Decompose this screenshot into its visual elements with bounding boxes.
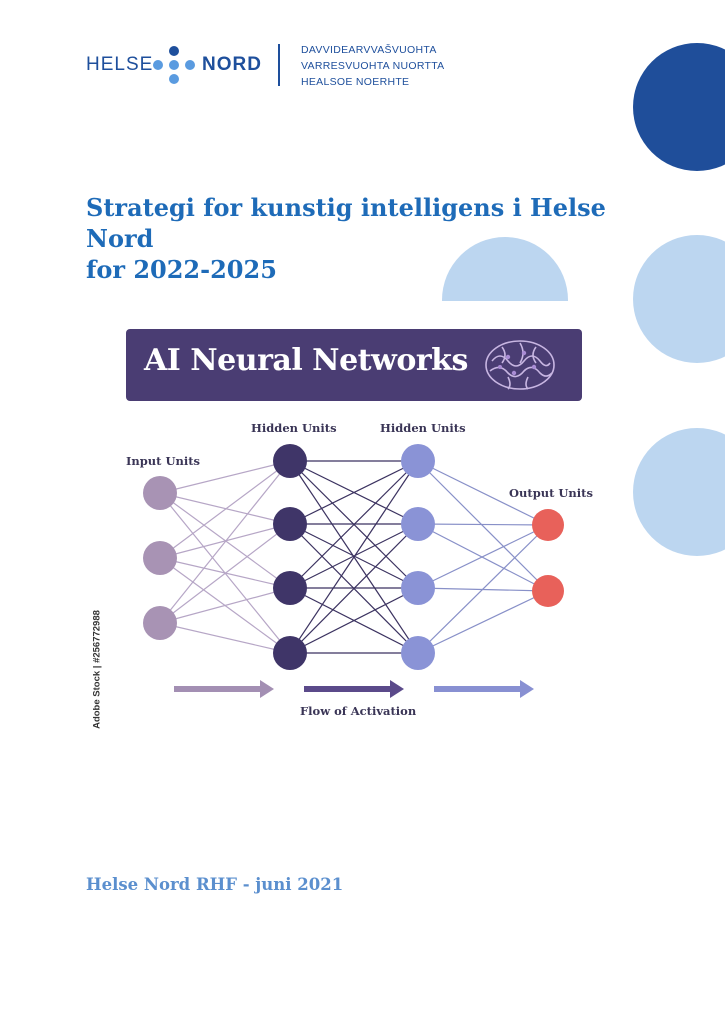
connection-line bbox=[159, 587, 291, 624]
label-flow-of-activation: Flow of Activation bbox=[300, 704, 417, 718]
connection-line bbox=[417, 460, 549, 592]
logo-sami-line-3: HEALSOE NOERHTE bbox=[301, 76, 410, 88]
input-node bbox=[143, 541, 177, 575]
connection-line bbox=[417, 523, 549, 592]
connection-line bbox=[159, 492, 291, 525]
connection-line bbox=[417, 523, 549, 526]
hidden-node-2 bbox=[401, 571, 435, 605]
logo-sami-line-1: DAVVIDEARVVAŠVUOHTA bbox=[301, 44, 437, 56]
connection-line bbox=[417, 524, 549, 654]
connection-line bbox=[159, 523, 291, 624]
connection-line bbox=[289, 460, 419, 589]
label-output-units: Output Units bbox=[509, 486, 593, 500]
connection-line bbox=[417, 460, 549, 526]
flow-arrow bbox=[174, 680, 274, 698]
hidden-node-2 bbox=[401, 507, 435, 541]
flow-arrow bbox=[304, 680, 404, 698]
hidden-node-1 bbox=[273, 507, 307, 541]
hidden-node-2 bbox=[401, 444, 435, 478]
title-line-1: Strategi for kunstig intelligens i Helse… bbox=[86, 193, 606, 253]
connection-line bbox=[159, 460, 291, 624]
input-node bbox=[143, 606, 177, 640]
connection-line bbox=[289, 523, 419, 654]
decorative-circle-light-1 bbox=[633, 235, 725, 363]
hidden-node-1 bbox=[273, 444, 307, 478]
page-title: Strategi for kunstig intelligens i Helse… bbox=[86, 192, 646, 285]
title-line-2: for 2022-2025 bbox=[86, 255, 277, 284]
logo-word-nord: NORD bbox=[202, 54, 262, 75]
neural-network-illustration: AI Neural Networks Input Units Hidden Un… bbox=[88, 318, 608, 738]
output-node bbox=[532, 575, 564, 607]
stock-credit: Adobe Stock | #256772988 bbox=[91, 610, 103, 729]
decorative-circle-dark bbox=[633, 43, 725, 171]
connection-line bbox=[417, 524, 549, 589]
connection-line bbox=[289, 587, 419, 654]
output-node bbox=[532, 509, 564, 541]
input-node bbox=[143, 476, 177, 510]
connection-line bbox=[289, 460, 419, 654]
decorative-circle-light-2 bbox=[633, 428, 725, 556]
logo-sami-text: DAVVIDEARVVAŠVUOHTA VARRESVUOHTA NUORTTA… bbox=[301, 42, 445, 90]
logo-sami-line-2: VARRESVUOHTA NUORTTA bbox=[301, 60, 445, 72]
hidden-node-2 bbox=[401, 636, 435, 670]
hidden-node-1 bbox=[273, 636, 307, 670]
flow-arrow bbox=[434, 680, 534, 698]
connection-line bbox=[289, 460, 419, 525]
logo-divider bbox=[278, 44, 280, 86]
illustration-title: AI Neural Networks bbox=[144, 343, 468, 378]
label-hidden-units-1: Hidden Units bbox=[251, 421, 337, 435]
helse-nord-logo: HELSE NORD DAVVIDEARVVAŠVUOHTA VARRESVUO… bbox=[86, 42, 466, 90]
connection-line bbox=[159, 523, 291, 559]
label-hidden-units-2: Hidden Units bbox=[380, 421, 466, 435]
connection-line bbox=[417, 590, 549, 654]
footer-org-date: Helse Nord RHF - juni 2021 bbox=[86, 875, 344, 894]
illustration-banner: AI Neural Networks bbox=[126, 329, 582, 401]
connection-line bbox=[159, 622, 291, 654]
label-input-units: Input Units bbox=[126, 454, 201, 468]
connection-line bbox=[159, 460, 291, 559]
logo-dots-icon bbox=[153, 46, 195, 84]
hidden-node-1 bbox=[273, 571, 307, 605]
brain-icon bbox=[485, 340, 555, 390]
neural-network-diagram bbox=[143, 444, 564, 698]
logo-word-helse: HELSE bbox=[86, 54, 154, 75]
connection-line bbox=[159, 460, 291, 494]
